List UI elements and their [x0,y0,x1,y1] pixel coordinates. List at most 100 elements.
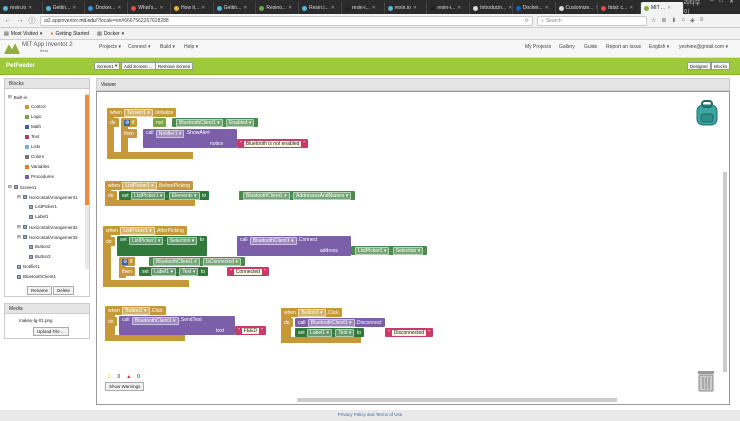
gear-icon[interactable]: ⚙ [124,119,131,126]
workspace-vscrollbar[interactable] [723,172,727,372]
component-node[interactable]: Notifier1 [17,264,40,269]
star-icon[interactable]: ☆ [651,18,657,24]
property-dropdown[interactable]: Selection ▾ [166,237,198,245]
builtin-node[interactable]: ⊟Built-in [8,94,28,100]
tab-close-icon[interactable]: ✕ [330,5,335,11]
link-gallery[interactable]: Gallery [559,44,575,50]
component-dropdown[interactable]: BluetoothClient1 ▾ [307,318,355,327]
builtin-item[interactable]: Text [25,134,39,139]
show-warnings-button[interactable]: Show Warnings [105,382,145,391]
download-icon[interactable]: ⬇ [671,18,677,24]
tab-close-icon[interactable]: ✕ [28,5,33,11]
component-dropdown[interactable]: ListPicker1 ▾ [129,237,164,245]
builtin-item[interactable]: Logic [25,114,42,119]
designer-button[interactable]: Designer [687,62,712,70]
browser-tab[interactable]: Customize...✕ [556,2,599,14]
component-node[interactable]: Button3 [29,254,51,259]
tab-close-icon[interactable]: ✕ [629,5,634,11]
event-listpicker-after[interactable]: when ListPicker1 ▾.AfterPicking [103,226,187,235]
builtin-item[interactable]: Lists [25,144,40,149]
component-node[interactable]: ⊟HorizontalArrangement1 [17,194,78,200]
rename-button[interactable]: Rename [27,286,53,295]
component-dropdown[interactable]: Label1 ▾ [307,328,332,337]
component-node[interactable]: BluetoothClient1 [17,274,56,279]
browser-tab[interactable]: resin.io✕ [385,2,428,14]
set-listpicker-elements[interactable]: set ListPicker1 ▾.Elements ▾ to [119,191,210,200]
property-dropdown[interactable]: IsConnected ▾ [203,257,241,266]
string-value[interactable]: FEED [241,327,260,334]
component-dropdown[interactable]: Notifier1 ▾ [155,130,185,138]
builtin-item[interactable]: Control [25,104,46,109]
trash-icon[interactable] [695,367,717,393]
search-input[interactable]: ⌕ Search [537,15,647,26]
forward-icon[interactable]: → [16,17,24,24]
builtin-item[interactable]: Math [25,124,41,129]
link-my-projects[interactable]: My Projects [525,44,552,50]
bookmark-most-visited[interactable]: ▤Most Visited▾ [4,31,42,37]
upload-file-button[interactable]: Upload File ... [33,327,69,336]
gear-icon[interactable]: ⚙ [122,258,129,265]
link-report-issue[interactable]: Report an Issue [606,44,642,50]
not-block[interactable]: not [153,118,166,127]
screen-select[interactable]: Screen1 ▾ [94,62,121,70]
if-block[interactable]: ⚙ if [119,257,136,266]
menu-help[interactable]: Help ▾ [184,44,199,50]
if-block[interactable]: ⚙ if [121,118,138,127]
event-button3-click[interactable]: when Button3 ▾.Click [281,308,342,317]
tab-close-icon[interactable]: ✕ [457,5,462,11]
workspace-hscrollbar[interactable] [297,398,617,402]
blocks-scrollbar[interactable] [85,93,89,269]
string-value[interactable]: Bluetooth is not enabled [243,140,302,147]
language-select[interactable]: English ▾ [649,44,670,50]
property-dropdown[interactable]: Enabled ▾ [226,118,255,127]
bt-sendtext-call[interactable]: call BluetoothClient1 ▾.SendText [119,316,235,335]
browser-tab[interactable]: Gettin...✕ [214,2,257,14]
string-literal[interactable]: "Disconnected" [385,328,433,337]
menu-build[interactable]: Build ▾ [160,44,176,50]
component-dropdown[interactable]: BluetoothClient1 ▾ [243,191,290,200]
maximize-icon[interactable]: □ [719,0,724,4]
string-value[interactable]: Connected [233,268,262,275]
reload-icon[interactable]: ⟳ [524,17,529,24]
component-dropdown[interactable]: ListPicker1 ▾ [122,181,157,190]
component-dropdown[interactable]: ListPicker1 ▾ [131,191,166,200]
link-guide[interactable]: Guide [584,44,598,50]
info-icon[interactable]: ⓘ [28,17,36,25]
pocket-icon[interactable]: ◈ [690,18,695,24]
footer-link[interactable]: Privacy Policy and Terms of Use [0,410,740,421]
menu-icon[interactable]: ≡ [699,17,704,23]
tab-close-icon[interactable]: ✕ [544,5,549,11]
add-screen-button[interactable]: Add Screen ... [121,62,156,70]
delete-button[interactable]: Delete [53,286,75,295]
bt-isconnected-getter[interactable]: BluetoothClient1 ▾.IsConnected ▾ [149,257,245,266]
property-dropdown[interactable]: Text ▾ [179,267,199,276]
tab-close-icon[interactable]: ✕ [412,5,417,11]
browser-tab[interactable]: MIT ...✕ [641,2,684,14]
bt-enabled-getter[interactable]: BluetoothClient1 ▾.Enabled ▾ [172,118,259,127]
close-icon[interactable]: ✕ [729,0,735,5]
tab-close-icon[interactable]: ✕ [667,5,672,11]
minimize-icon[interactable]: – [710,0,714,4]
home-icon[interactable]: ⌂ [681,17,686,23]
blocks-scroll-thumb[interactable] [85,95,89,205]
blocks-button[interactable]: Blocks [711,62,731,70]
property-dropdown[interactable]: AddressesAndNames ▾ [293,191,352,200]
component-dropdown[interactable]: BluetoothClient1 ▾ [249,237,297,245]
property-dropdown[interactable]: Selection ▾ [392,246,424,255]
browser-tab[interactable]: What's...✕ [128,2,171,14]
tab-close-icon[interactable]: ✕ [371,5,376,11]
tab-close-icon[interactable]: ✕ [117,5,122,11]
window-controls[interactable]: 라타부이 – □ ✕ [684,0,740,16]
component-dropdown[interactable]: BluetoothClient1 ▾ [176,118,223,127]
component-node[interactable]: ListPicker1 [29,204,57,209]
backpack-icon[interactable] [693,99,721,127]
tab-close-icon[interactable]: ✕ [288,5,293,11]
component-node[interactable]: ⊟HorizontalArrangement2 [17,224,78,230]
collapse-icon[interactable]: ⊟ [17,224,21,229]
builtin-item[interactable]: Colors [25,154,44,159]
event-listpicker-before[interactable]: when ListPicker1 ▾.BeforePicking [105,181,193,190]
browser-tab[interactable]: Docker...✕ [85,2,129,14]
component-node[interactable]: ⊟HorizontalArrangement3 [17,234,78,240]
remove-screen-button[interactable]: Remove Screen [155,62,194,70]
collapse-icon[interactable]: ⊟ [8,184,12,189]
